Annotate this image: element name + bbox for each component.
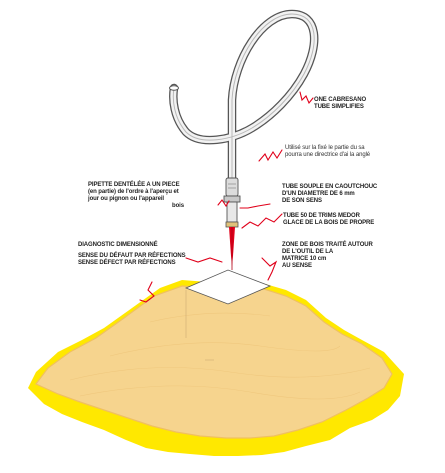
label-left-fitting-line-4: bois [88,203,184,210]
pipe-open-end [170,86,179,90]
label-top-right-line-1: ONE CABRESANO [314,97,366,104]
label-left-fitting-line-2: (en partie) de l'ordre à l'aperçu et [88,189,184,196]
label-right-mid-line-2: GLACE DE LA BOIS DE PROPRE [283,220,374,227]
label-pipe-note: Utilisé sur la fixé le partie du sa pour… [285,145,370,159]
label-right-lower: ZONE DE BOIS TRAITÉ AUTOUR DE L'OUTIL DE… [282,242,373,270]
label-right-lower-line-2: DE L'OUTIL DE LA [282,249,373,256]
label-right-fitting: TUBE SOUPLE EN CAOUTCHOUC D'UN DIAMETRE … [282,184,377,205]
callout-right-mid [242,214,282,228]
label-left-lower-line-1: DIAGNOSTIC DIMENSIONNÉ [78,242,186,249]
callout-right-lower [262,258,276,280]
label-left-fitting-line-3: jour ou pignon ou l'appareil [88,196,184,203]
label-right-mid-line-1: TUBE 50 DE TRIMS MEDOR [283,213,374,220]
pipe-loop [173,14,314,212]
callout-right-fitting [240,204,270,208]
label-right-lower-line-3: MATRICE 10 cm [282,256,373,263]
label-right-mid: TUBE 50 DE TRIMS MEDOR GLACE DE LA BOIS … [283,213,374,227]
label-pipe-note-line-1: Utilisé sur la fixé le partie du sa [285,145,370,152]
callout-left-lower [186,258,222,262]
label-left-lower-line-2: SENSE DU DÉFAUT PAR RÉFECTIONS [78,253,186,260]
label-right-fitting-line-2: D'UN DIAMETRE DE 6 mm [282,191,377,198]
label-left-lower: DIAGNOSTIC DIMENSIONNÉ SENSE DU DÉFAUT P… [78,242,186,267]
label-top-right-line-2: TUBE SIMPLIFIES [314,104,366,111]
label-top-right: ONE CABRESANO TUBE SIMPLIFIES [314,97,366,111]
fitting-assembly [224,178,240,227]
label-right-lower-line-4: AU SENSE [282,263,373,270]
callout-pipe-top [300,92,313,103]
label-right-fitting-line-3: DE SON SENS [282,198,377,205]
label-left-fitting: PIPETTE DENTÉLÉE A UN PIECE (en partie) … [88,182,184,210]
label-pipe-note-line-2: pourra une directrice d'ai la anglé [285,152,370,159]
label-right-fitting-line-1: TUBE SOUPLE EN CAOUTCHOUC [282,184,377,191]
label-left-fitting-line-1: PIPETTE DENTÉLÉE A UN PIECE [88,182,184,189]
callout-pipe-mid [259,150,282,161]
label-left-lower-line-3: SENSE DÉFECT PAR RÉFECTIONS [78,260,186,267]
label-right-lower-line-1: ZONE DE BOIS TRAITÉ AUTOUR [282,242,373,249]
